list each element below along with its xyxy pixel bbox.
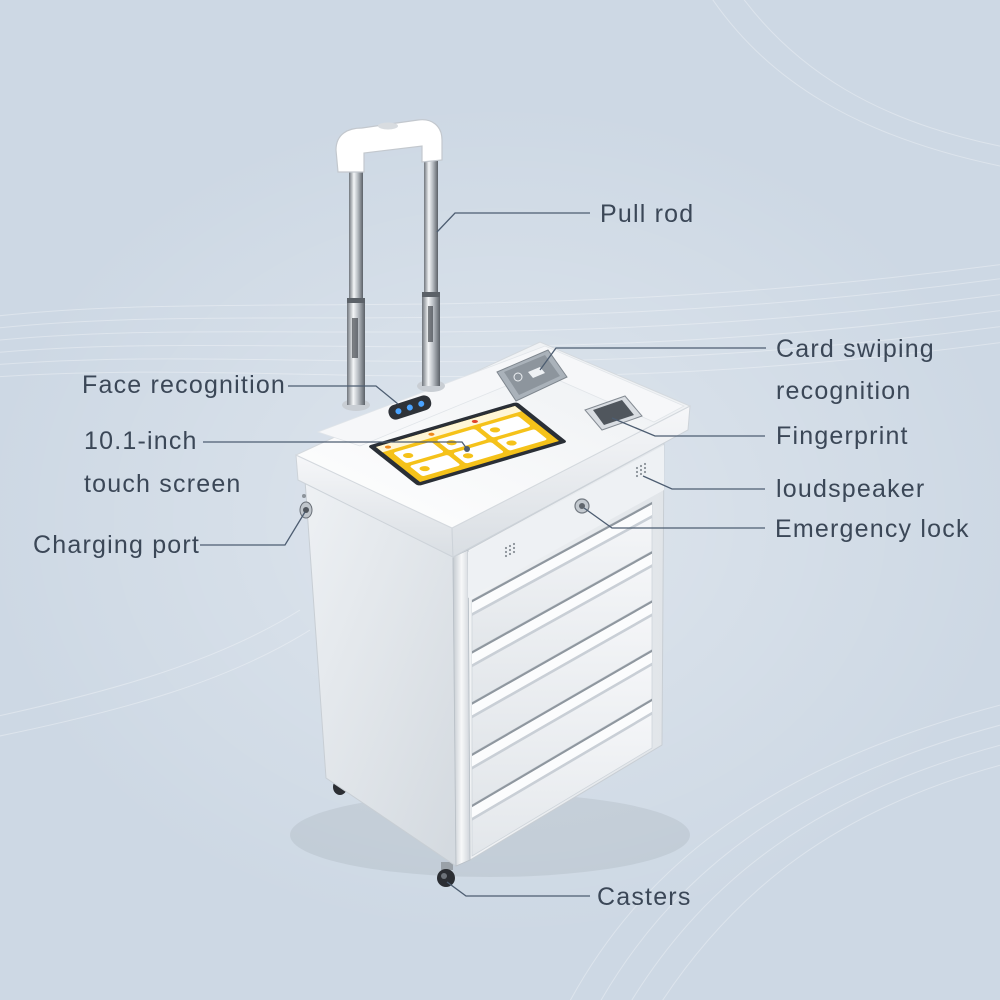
screen-tiles	[394, 416, 547, 476]
rod-slot-right	[428, 306, 433, 342]
touch-screen	[369, 402, 566, 486]
charging-port	[299, 494, 313, 519]
drawer-gap	[472, 698, 652, 808]
leader-loudspeaker	[642, 475, 765, 490]
screen-header-icon	[471, 419, 478, 423]
drawer-lip-shadow	[472, 564, 652, 668]
screen-header-icon	[428, 432, 435, 436]
leader-card-swiping	[539, 347, 766, 371]
drawer-lip-shadow	[472, 711, 652, 821]
label-card-swiping-line1: Card swiping	[776, 335, 935, 363]
caster-hub	[441, 873, 447, 879]
drawer-handle-lip	[472, 553, 652, 665]
screen-tile-icon	[489, 427, 501, 433]
handle-release-button	[378, 122, 398, 130]
rod-right-upper	[424, 150, 438, 296]
label-casters: Casters	[597, 883, 692, 911]
fingerprint-reader	[584, 395, 643, 431]
drawer	[471, 550, 653, 704]
charging-port-screw	[302, 494, 306, 498]
fingerprint-sensor	[593, 400, 634, 425]
leader-casters	[446, 881, 590, 897]
rod-joint-right	[422, 292, 440, 297]
label-face-recognition: Face recognition	[82, 371, 286, 399]
drawer	[471, 698, 653, 857]
drawer-gap	[472, 502, 652, 603]
cabinet-top-band	[468, 445, 664, 598]
caster-mount	[441, 862, 453, 870]
screen-tile-icon	[506, 440, 517, 446]
camera-lens-icon	[395, 408, 402, 415]
label-fingerprint: Fingerprint	[776, 422, 909, 450]
leader-charging-port	[200, 511, 306, 546]
keyhole-icon	[579, 503, 585, 509]
leader-fingerprint	[611, 417, 765, 437]
drawer	[471, 599, 653, 755]
drawer-handle-lip	[472, 504, 652, 613]
emergency-lock	[574, 498, 590, 514]
drawer	[471, 648, 653, 806]
drawer-gap	[472, 649, 652, 757]
label-emergency-lock: Emergency lock	[775, 515, 970, 543]
drawer	[471, 501, 653, 652]
cabinet-body	[304, 442, 665, 867]
drawer-lip-shadow	[472, 662, 652, 770]
screen-tile-icon	[462, 453, 474, 459]
leader-pull-rod	[436, 212, 590, 233]
rod-joint-left	[347, 298, 365, 303]
handle-grip	[335, 119, 443, 173]
rod-left-upper	[349, 166, 363, 302]
rod-slot-left	[352, 318, 358, 358]
drawer-handle-lip	[472, 701, 652, 818]
slab-rear-console	[316, 345, 685, 447]
screen-tile-icon	[419, 466, 430, 472]
contactless-icon	[513, 372, 523, 382]
screen-header-icon	[384, 445, 392, 449]
callout-labels: Pull rod Card swiping recognition Face r…	[33, 200, 970, 911]
drawer-handle-lip	[472, 602, 652, 716]
label-card-swiping-line2: recognition	[776, 377, 912, 405]
loudspeaker-grille-front	[504, 542, 516, 558]
label-pull-rod: Pull rod	[600, 200, 694, 228]
cabinet-corner-column	[452, 549, 471, 867]
leader-emergency-lock	[583, 507, 765, 529]
screen-tile-icon	[402, 452, 414, 459]
screen-header	[376, 405, 522, 453]
drawer-stack	[471, 501, 653, 857]
leader-dot	[464, 446, 470, 452]
face-recognition-module	[388, 395, 432, 420]
charging-port-socket	[303, 507, 309, 513]
pull-rod	[335, 119, 445, 411]
drawer-gap	[472, 600, 652, 705]
loudspeaker-grille-side	[635, 462, 647, 478]
drawer-lip-shadow	[472, 613, 652, 719]
label-touch-screen-line1: 10.1-inch	[84, 427, 198, 455]
camera-lens-icon	[418, 400, 425, 407]
label-charging-port: Charging port	[33, 531, 200, 559]
label-loudspeaker: loudspeaker	[776, 475, 925, 503]
drawer-handle-lip	[472, 652, 652, 767]
drawer-lip-shadow	[472, 515, 652, 616]
leader-face-recognition	[288, 385, 399, 405]
drawer-gap	[472, 551, 652, 654]
label-touch-screen-line2: touch screen	[84, 470, 242, 498]
leader-lines	[200, 212, 766, 897]
camera-lens-icon	[406, 404, 413, 411]
